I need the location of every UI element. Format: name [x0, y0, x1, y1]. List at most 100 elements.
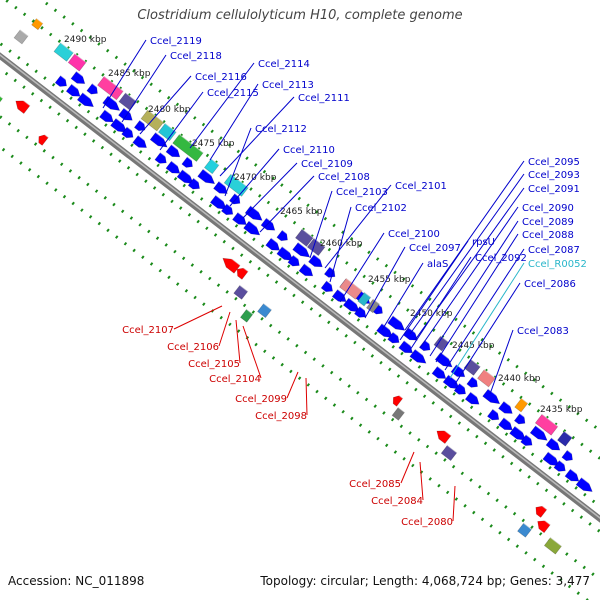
forward-gene-label[interactable]: Ccel_2108	[318, 172, 370, 183]
cog-gene-box[interactable]	[223, 173, 249, 197]
forward-gene-label[interactable]: Ccel_2100	[388, 229, 440, 240]
forward-gene-label[interactable]: Ccel_2097	[409, 243, 461, 254]
forward-gene-label[interactable]: Ccel_2113	[262, 80, 314, 91]
forward-gene-label[interactable]: Ccel_2088	[522, 230, 574, 241]
reverse-gene-arrow[interactable]	[220, 253, 241, 274]
forward-gene-arrow[interactable]	[561, 449, 576, 463]
forward-gene-arrow[interactable]	[132, 135, 150, 152]
reverse-gene-arrow-shape[interactable]	[257, 303, 272, 319]
forward-gene-arrow[interactable]	[308, 254, 326, 271]
cog-gene-box[interactable]	[477, 369, 496, 388]
forward-gene-arrow[interactable]	[220, 203, 236, 218]
reverse-gene-arrow[interactable]	[440, 444, 458, 462]
gene-features[interactable]	[0, 18, 596, 555]
cog-gene-box-shape[interactable]	[118, 92, 138, 111]
forward-gene-arrow[interactable]	[431, 366, 449, 382]
reverse-gene-box[interactable]	[13, 29, 29, 45]
cog-gene-box[interactable]	[53, 42, 74, 62]
forward-gene-arrow[interactable]	[265, 237, 283, 254]
cog-gene-box-shape[interactable]	[67, 53, 87, 72]
forward-gene-arrow[interactable]	[387, 315, 408, 334]
forward-gene-label[interactable]: Ccel_2101	[395, 181, 447, 192]
forward-gene-label[interactable]: Ccel_2115	[207, 88, 259, 99]
forward-gene-label[interactable]: Ccel_2109	[301, 159, 353, 170]
forward-gene-label[interactable]: Ccel_2111	[298, 93, 350, 104]
forward-gene-arrow[interactable]	[398, 340, 416, 357]
forward-gene-arrow[interactable]	[320, 280, 336, 295]
forward-gene-label[interactable]: Ccel_2090	[522, 203, 574, 214]
forward-gene-arrow[interactable]	[418, 339, 434, 353]
forward-gene-arrow-shape[interactable]	[561, 449, 575, 463]
forward-gene-arrow[interactable]	[187, 177, 203, 192]
forward-gene-arrow[interactable]	[65, 83, 84, 100]
forward-gene-arrow-shape[interactable]	[154, 152, 169, 167]
forward-gene-arrow[interactable]	[287, 254, 303, 269]
reverse-gene-arrow[interactable]	[13, 96, 31, 114]
forward-gene-arrow[interactable]	[54, 75, 70, 90]
reverse-gene-arrow[interactable]	[391, 407, 405, 421]
forward-gene-label[interactable]: Ccel_2091	[528, 184, 580, 195]
forward-gene-arrow-shape[interactable]	[276, 229, 290, 243]
cog-gene-box[interactable]	[557, 430, 573, 447]
forward-gene-arrow[interactable]	[466, 376, 481, 390]
forward-gene-arrow[interactable]	[181, 156, 196, 170]
forward-gene-arrow[interactable]	[482, 388, 503, 407]
forward-gene-arrow[interactable]	[154, 152, 170, 167]
forward-gene-arrow[interactable]	[498, 400, 516, 417]
reverse-gene-arrow[interactable]	[36, 132, 49, 146]
forward-gene-arrow-shape[interactable]	[513, 413, 527, 427]
forward-gene-label[interactable]: Ccel_2087	[528, 245, 580, 256]
forward-gene-arrow[interactable]	[453, 383, 469, 398]
forward-gene-arrow[interactable]	[133, 119, 149, 133]
forward-gene-arrow[interactable]	[99, 109, 117, 126]
forward-gene-arrow[interactable]	[553, 460, 569, 475]
reverse-gene-arrow[interactable]	[257, 303, 272, 319]
forward-gene-arrow[interactable]	[102, 95, 123, 114]
reverse-gene-arrow[interactable]	[434, 426, 452, 444]
reverse-gene-label[interactable]: Ccel_2107	[122, 325, 174, 336]
forward-gene-arrow[interactable]	[464, 391, 483, 408]
reverse-gene-arrow-shape[interactable]	[533, 503, 548, 518]
reverse-gene-arrow[interactable]	[517, 522, 532, 538]
forward-gene-arrow[interactable]	[232, 212, 250, 228]
reverse-gene-arrow[interactable]	[233, 284, 249, 300]
reverse-gene-box-shape[interactable]	[0, 89, 4, 109]
reverse-gene-arrow[interactable]	[543, 537, 562, 555]
reverse-gene-box-shape[interactable]	[13, 29, 29, 45]
reverse-gene-arrow-shape[interactable]	[391, 407, 405, 421]
forward-gene-label[interactable]: Ccel_2089	[522, 217, 574, 228]
reverse-gene-arrow-shape[interactable]	[535, 517, 551, 534]
forward-gene-arrow[interactable]	[165, 160, 183, 177]
forward-gene-arrow[interactable]	[260, 217, 278, 234]
cog-gene-box[interactable]	[31, 18, 44, 31]
forward-gene-arrow[interactable]	[118, 107, 136, 124]
forward-gene-label[interactable]: Ccel_2112	[255, 124, 307, 135]
forward-gene-arrow[interactable]	[513, 413, 529, 427]
cog-gene-box[interactable]	[295, 228, 314, 247]
forward-gene-label[interactable]: rpsU	[472, 237, 495, 248]
reverse-gene-label[interactable]: Ccel_2106	[167, 342, 219, 353]
forward-gene-label[interactable]: Ccel_2095	[528, 157, 580, 168]
reverse-gene-arrow-shape[interactable]	[517, 522, 532, 538]
forward-gene-arrow[interactable]	[197, 168, 218, 187]
forward-gene-arrow[interactable]	[121, 126, 137, 141]
forward-gene-arrow[interactable]	[486, 408, 502, 423]
forward-gene-arrow[interactable]	[243, 220, 263, 239]
forward-gene-arrow[interactable]	[213, 180, 231, 197]
forward-gene-label[interactable]: Ccel_2118	[170, 51, 222, 62]
forward-gene-arrow[interactable]	[498, 417, 516, 434]
reverse-gene-arrow-shape[interactable]	[390, 393, 404, 407]
reverse-gene-label[interactable]: Ccel_2085	[349, 479, 401, 490]
forward-gene-arrow[interactable]	[298, 263, 316, 280]
forward-gene-arrow[interactable]	[70, 71, 88, 87]
reverse-gene-arrow[interactable]	[535, 517, 551, 534]
forward-gene-arrow[interactable]	[165, 144, 183, 161]
cog-gene-box[interactable]	[357, 292, 372, 307]
reverse-gene-label[interactable]: Ccel_2084	[371, 496, 423, 507]
reverse-gene-label[interactable]: Ccel_2080	[401, 517, 453, 528]
forward-gene-arrow[interactable]	[387, 331, 403, 346]
forward-gene-arrow[interactable]	[353, 306, 369, 321]
reverse-gene-arrow-shape[interactable]	[36, 133, 49, 146]
